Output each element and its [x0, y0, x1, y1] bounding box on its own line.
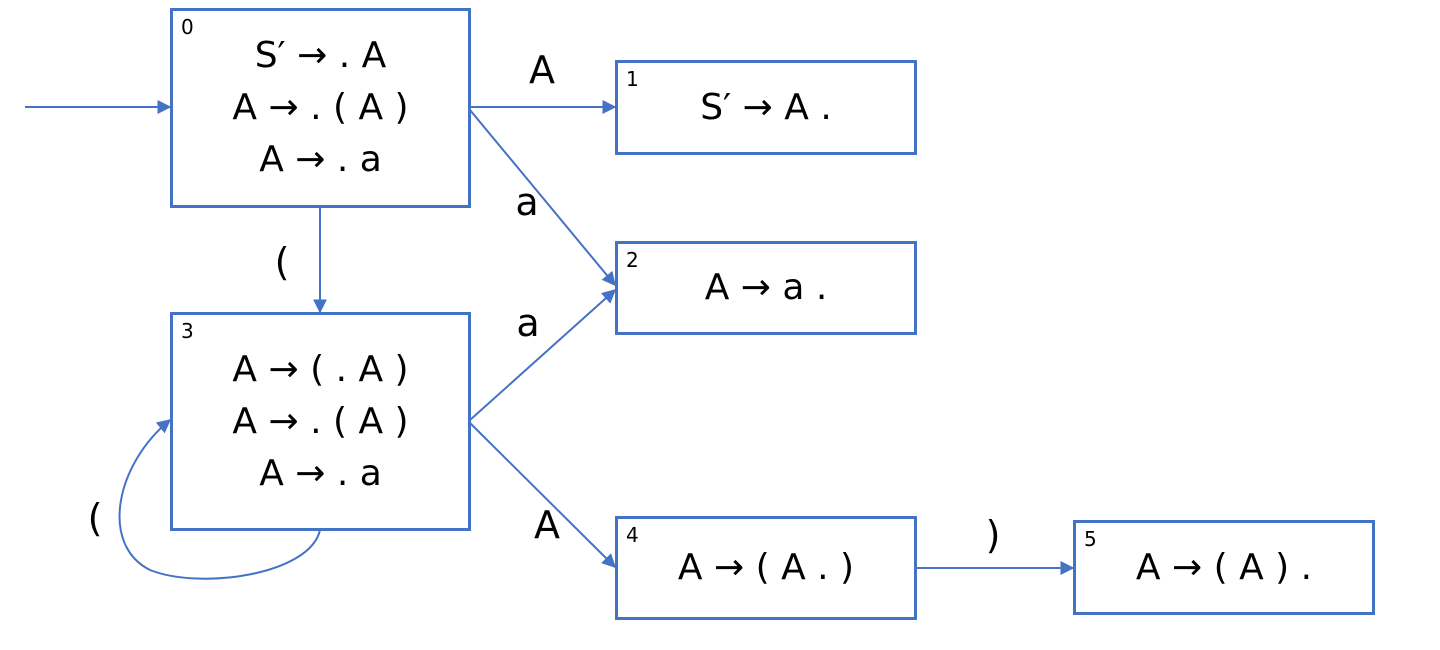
- state-3-box: 3 A → ( . A ) A → . ( A ) A → . a: [170, 312, 471, 531]
- state-5-box: 5 A → ( A ) .: [1073, 520, 1375, 615]
- edge-3-2: [469, 289, 617, 421]
- state-0-item-2: A → . ( A ): [232, 87, 409, 128]
- state-3-number: 3: [181, 319, 194, 343]
- state-2-number: 2: [626, 248, 639, 272]
- state-2-item-1: A → a .: [704, 267, 828, 308]
- state-2-box: 2 A → a .: [615, 241, 917, 335]
- edge-0-3-label: (: [274, 240, 290, 284]
- edge-3-4-label: A: [534, 503, 560, 547]
- state-0-item-1: S′ → . A: [254, 35, 387, 76]
- edge-0-2: [469, 109, 616, 287]
- state-1-box: 1 S′ → A .: [615, 60, 917, 155]
- state-3-item-2: A → . ( A ): [232, 400, 409, 442]
- state-4-number: 4: [626, 523, 639, 547]
- state-0-number: 0: [181, 15, 194, 39]
- state-1-item-1: S′ → A .: [700, 86, 832, 128]
- state-4-box: 4 A → ( A . ): [615, 516, 917, 620]
- state-5-item-1: A → ( A ) .: [1135, 546, 1313, 588]
- state-1-number: 1: [626, 67, 639, 91]
- edge-3-3-label: (: [87, 496, 103, 540]
- state-0-item-3: A → . a: [259, 139, 382, 180]
- edge-3-2-label: a: [516, 301, 540, 345]
- edge-3-3-self-loop: [118, 419, 321, 580]
- state-3-item-3: A → . a: [259, 452, 382, 494]
- state-0-box: 0 S′ → . A A → . ( A ) A → . a: [170, 8, 471, 208]
- state-5-number: 5: [1084, 527, 1097, 551]
- edge-0-1-label: A: [529, 48, 555, 92]
- edge-0-2-label: a: [515, 180, 539, 224]
- state-3-item-1: A → ( . A ): [232, 348, 409, 390]
- edge-3-4: [469, 422, 616, 568]
- edge-4-5-label: ): [985, 513, 1001, 557]
- state-4-item-1: A → ( A . ): [677, 547, 855, 588]
